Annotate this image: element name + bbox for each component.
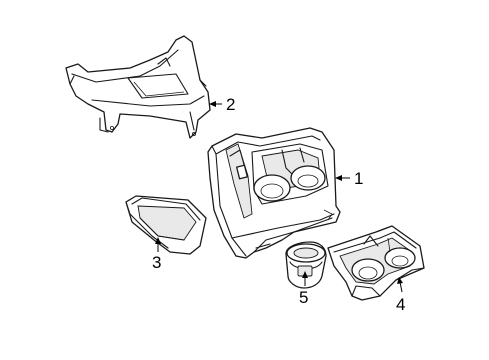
part-2-bracket bbox=[65, 35, 211, 139]
part-1-console bbox=[207, 127, 341, 259]
leader-4 bbox=[399, 281, 403, 293]
part-4-cupholder bbox=[327, 225, 425, 301]
part-3-tray bbox=[125, 195, 207, 255]
arrow-4 bbox=[397, 277, 403, 284]
arrow-5 bbox=[302, 271, 308, 278]
arrow-1 bbox=[335, 175, 342, 181]
part-5-insert bbox=[285, 241, 327, 289]
callout-2: 2 bbox=[226, 95, 235, 114]
callout-5: 5 bbox=[299, 288, 308, 307]
leader-lines bbox=[155, 101, 403, 293]
arrow-2 bbox=[209, 101, 216, 107]
arrow-3 bbox=[155, 237, 161, 244]
callout-4: 4 bbox=[396, 295, 405, 314]
callout-3: 3 bbox=[152, 253, 161, 272]
callout-1: 1 bbox=[354, 169, 363, 188]
